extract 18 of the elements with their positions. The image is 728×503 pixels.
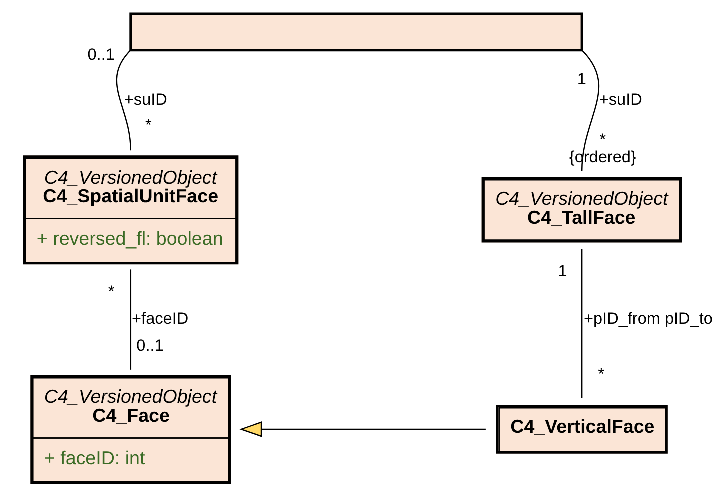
edge-label: +faceID <box>132 310 189 328</box>
label: 1 <box>558 262 568 280</box>
edge-label: +suID <box>599 90 642 109</box>
label: * <box>600 131 606 150</box>
label: * <box>145 116 152 135</box>
connector <box>116 50 132 151</box>
node-box <box>130 12 584 52</box>
label: 0..1 <box>136 337 164 356</box>
label: 0..1 <box>88 46 115 64</box>
connector <box>581 249 583 398</box>
label: 1 <box>577 70 586 89</box>
label: * <box>598 365 605 384</box>
edge-label: +suID <box>124 90 168 109</box>
connector <box>581 50 600 172</box>
label: * <box>108 282 115 301</box>
arrow <box>240 422 486 438</box>
edge-label: +pID_from pID_to <box>584 310 713 328</box>
connector <box>130 270 132 370</box>
